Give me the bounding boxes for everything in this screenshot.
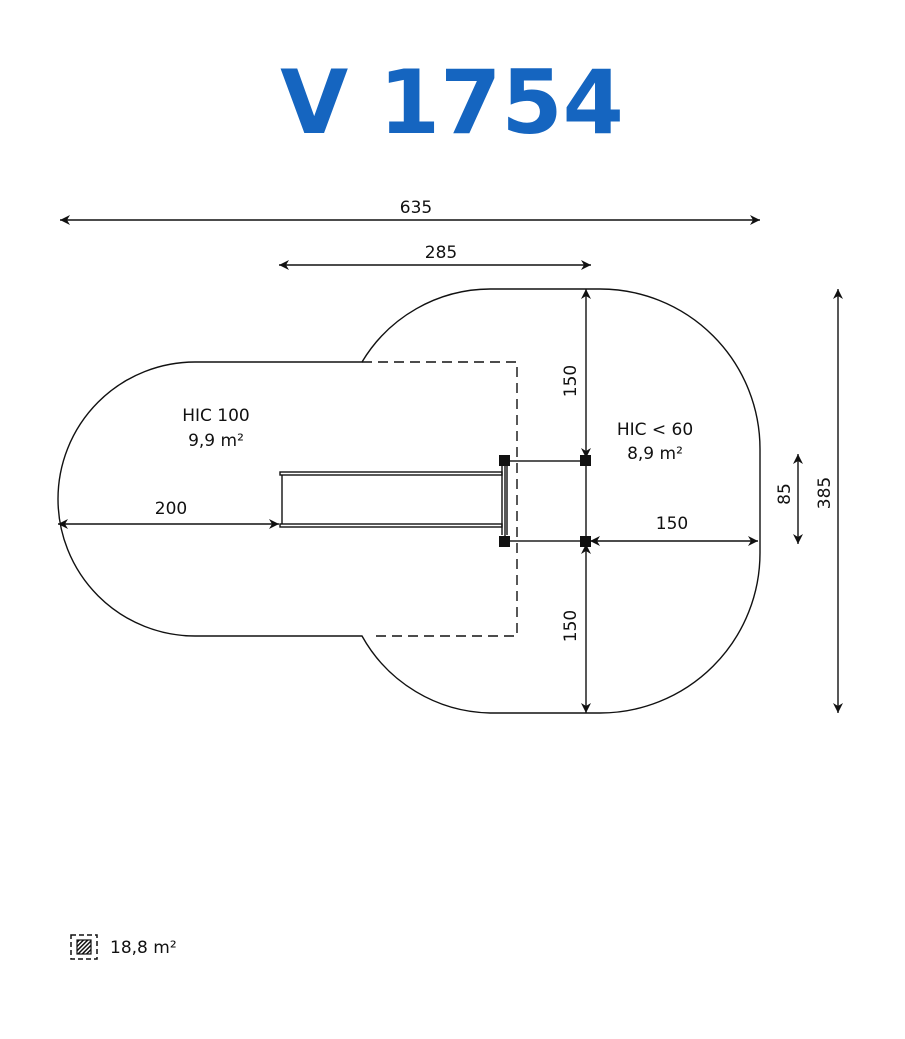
dim-upper-depth: 150 <box>561 365 581 397</box>
slide-zone-area: 9,9 m² <box>188 431 244 451</box>
dim-total-depth: 385 <box>815 477 835 509</box>
slide <box>279 466 508 535</box>
post-icon <box>580 455 591 466</box>
post-icon <box>499 455 510 466</box>
safety-area-outline <box>57 288 761 714</box>
dim-slide-run: 200 <box>155 499 187 519</box>
product-title: V 1754 <box>280 51 624 154</box>
dim-total-width: 635 <box>400 198 432 218</box>
slide-zone-boundary <box>362 361 518 637</box>
total-area: 18,8 m² <box>110 938 177 958</box>
tower-zone-hic: HIC < 60 <box>617 420 693 440</box>
post-icon <box>499 536 510 547</box>
tower-zone-area: 8,9 m² <box>627 444 683 464</box>
hatched-area-icon <box>70 934 98 960</box>
dim-tower-depth: 85 <box>775 483 795 505</box>
dim-right-clearance: 150 <box>656 514 688 534</box>
dim-tower-offset: 285 <box>425 243 457 263</box>
slide-zone-hic: HIC 100 <box>182 406 250 426</box>
post-icon <box>580 536 591 547</box>
dim-lower-depth: 150 <box>561 610 581 642</box>
play-tower <box>499 455 591 547</box>
